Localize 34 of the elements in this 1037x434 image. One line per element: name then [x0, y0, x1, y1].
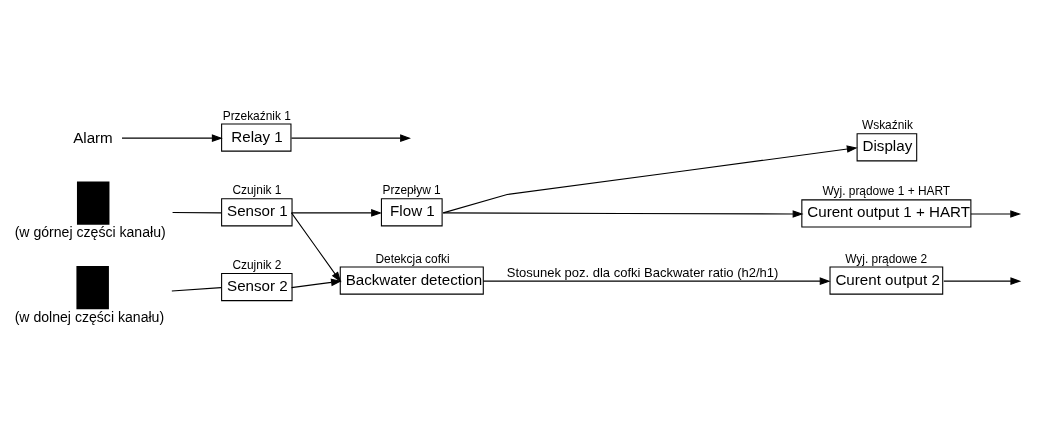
- arrow: [482, 276, 831, 285]
- node-label: Przepływ 1: [382, 182, 441, 197]
- arrow: [290, 278, 342, 288]
- node-text: Alarm: [73, 128, 113, 146]
- node-label: Wyj. prądowe 2: [845, 251, 928, 266]
- node-box: Sensor 1: [221, 197, 293, 226]
- arrow: [290, 208, 382, 217]
- connector: [172, 211, 222, 213]
- connector: [171, 286, 222, 292]
- arrow: [943, 276, 1022, 285]
- node-label: Czujnik 2: [232, 257, 282, 272]
- arrow: [290, 133, 411, 142]
- node-box: [76, 265, 109, 309]
- arrow: [442, 209, 804, 218]
- node-box: Display: [856, 132, 918, 161]
- node-label: (w dolnej części kanału): [14, 308, 165, 325]
- node-label: Detekcja cofki: [375, 251, 450, 266]
- node-box: Backwater detection: [339, 266, 484, 295]
- node-box: [76, 180, 110, 225]
- node-label: Wyj. prądowe 1 + HART: [822, 183, 951, 198]
- node-box: Curent output 2: [829, 266, 944, 295]
- arrow: [121, 133, 223, 142]
- node-label: (w górnej części kanału): [14, 223, 166, 240]
- node-label: Przekaźnik 1: [222, 107, 291, 122]
- arrow: [442, 144, 858, 213]
- node-label: Wskaźnik: [861, 117, 913, 132]
- node-box: Flow 1: [380, 197, 443, 226]
- arrow: [970, 209, 1022, 218]
- arrow: [290, 211, 342, 282]
- edge-label: Stosunek poz. dla cofki Backwater ratio (h2/h1): [506, 264, 779, 280]
- node-box: Relay 1: [221, 123, 292, 152]
- node-box: Curent output 1 + HART: [801, 198, 972, 227]
- node-box: Sensor 2: [221, 272, 293, 301]
- node-label: Czujnik 1: [232, 182, 282, 197]
